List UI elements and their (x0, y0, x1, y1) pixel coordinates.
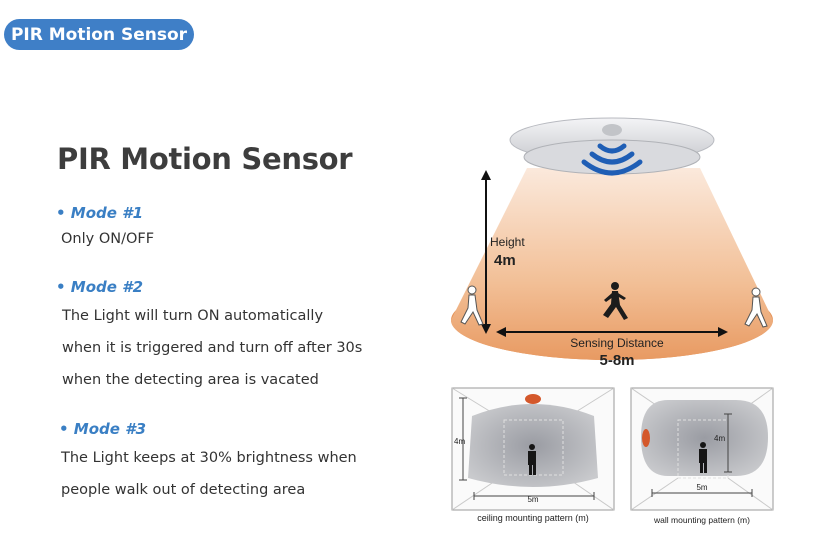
person-right-icon (744, 287, 768, 328)
wall-mounting-pattern (630, 387, 774, 511)
signal-waves-icon (581, 143, 643, 176)
mode-3-text-line-2: people walk out of detecting area (61, 482, 306, 498)
ceiling-light-fixture (509, 117, 715, 175)
page-title: PIR Motion Sensor (57, 142, 353, 176)
ceiling-mounting-pattern (451, 387, 615, 511)
wall-height-label: 4m (714, 434, 725, 443)
ceiling-width-label: 5m (527, 495, 538, 504)
detection-cone (451, 168, 773, 360)
distance-value: 5-8m (599, 352, 634, 369)
distance-arrow (496, 327, 728, 337)
mode-1-heading: • Mode #1 (56, 204, 144, 222)
mode-2-text-line-1: The Light will turn ON automatically (62, 308, 324, 324)
height-arrow (481, 170, 491, 334)
wall-width-label: 5m (696, 483, 707, 492)
walking-person-icon (603, 282, 628, 320)
ceiling-pattern-caption: ceiling mounting pattern (m) (477, 513, 589, 523)
ceiling-height-label: 4m (454, 437, 465, 446)
distance-label: Sensing Distance (570, 336, 664, 350)
header-badge: PIR Motion Sensor (4, 19, 194, 50)
mode-1-text: Only ON/OFF (61, 231, 155, 247)
mode-3-heading: • Mode #3 (59, 420, 147, 438)
wall-pattern-caption: wall mounting pattern (m) (653, 515, 750, 525)
mode-2-text-line-3: when the detecting area is vacated (62, 372, 319, 388)
height-label: Height (490, 235, 525, 249)
mode-2-text-line-2: when it is triggered and turn off after … (62, 340, 363, 356)
mode-3-text-line-1: The Light keeps at 30% brightness when (61, 450, 357, 466)
mode-2-heading: • Mode #2 (56, 278, 144, 296)
height-value: 4m (494, 252, 516, 269)
person-left-icon (460, 285, 484, 326)
